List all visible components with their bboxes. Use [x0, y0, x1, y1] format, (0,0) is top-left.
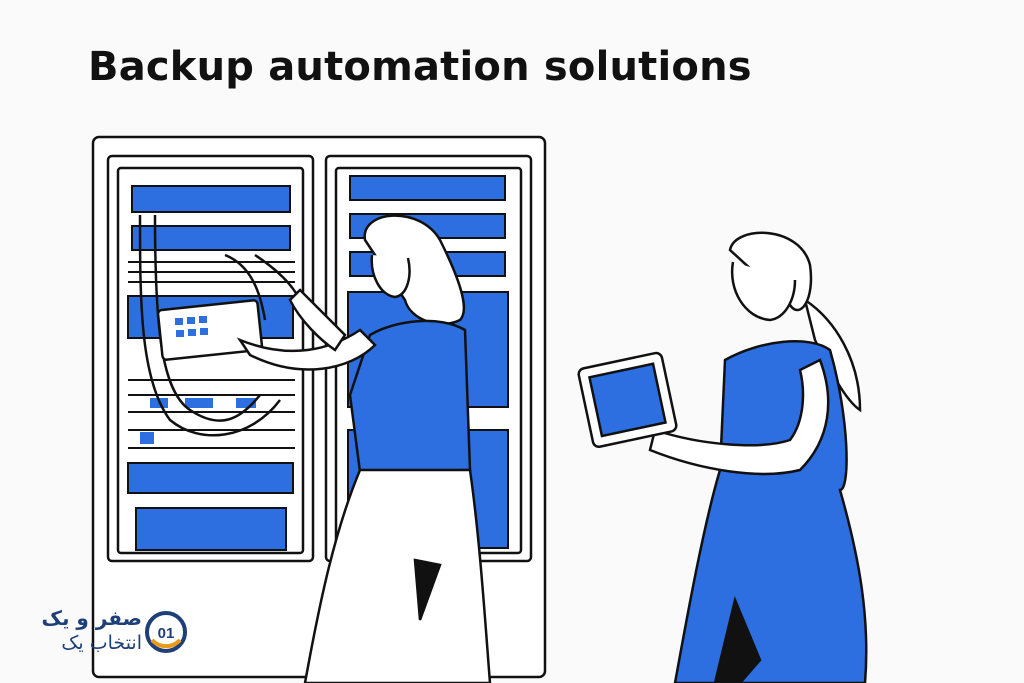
- woman-technician: [236, 214, 492, 683]
- logo-text-line2: انتخاب یک: [61, 632, 142, 654]
- woman-with-tablet: [648, 231, 868, 683]
- svg-text:01: 01: [158, 625, 175, 642]
- page-title: Backup automation solutions: [88, 44, 752, 90]
- tablet-device: [577, 351, 678, 448]
- logo-mark-icon: 01: [145, 611, 187, 653]
- brand-logo: صفر و یک انتخاب یک 01: [24, 604, 189, 664]
- logo-text-line1: صفر و یک: [41, 606, 142, 630]
